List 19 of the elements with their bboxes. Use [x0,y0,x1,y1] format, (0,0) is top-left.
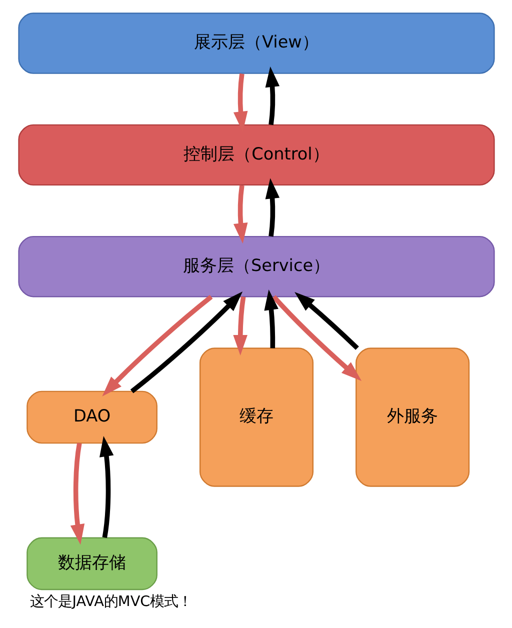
arrow [232,185,248,244]
arrow [70,442,84,545]
arrow [98,436,114,538]
node-box: 数据存储 [26,537,157,590]
arrow [264,290,278,348]
node-box: 展示层（View） [18,12,494,74]
arrow [102,294,212,396]
node-box: 服务层（Service） [18,236,494,298]
arrow [294,292,358,350]
node-box: DAO [26,390,157,444]
node-box: 缓存 [198,348,314,487]
node-box: 外服务 [355,348,470,487]
arrow [264,178,280,237]
arrow [272,295,362,382]
caption: 这个是JAVA的MVC模式！ [30,594,192,610]
arrow [264,66,280,126]
arrow [130,292,242,394]
arrow [232,296,247,356]
node-box: 控制层（Control） [18,124,494,186]
